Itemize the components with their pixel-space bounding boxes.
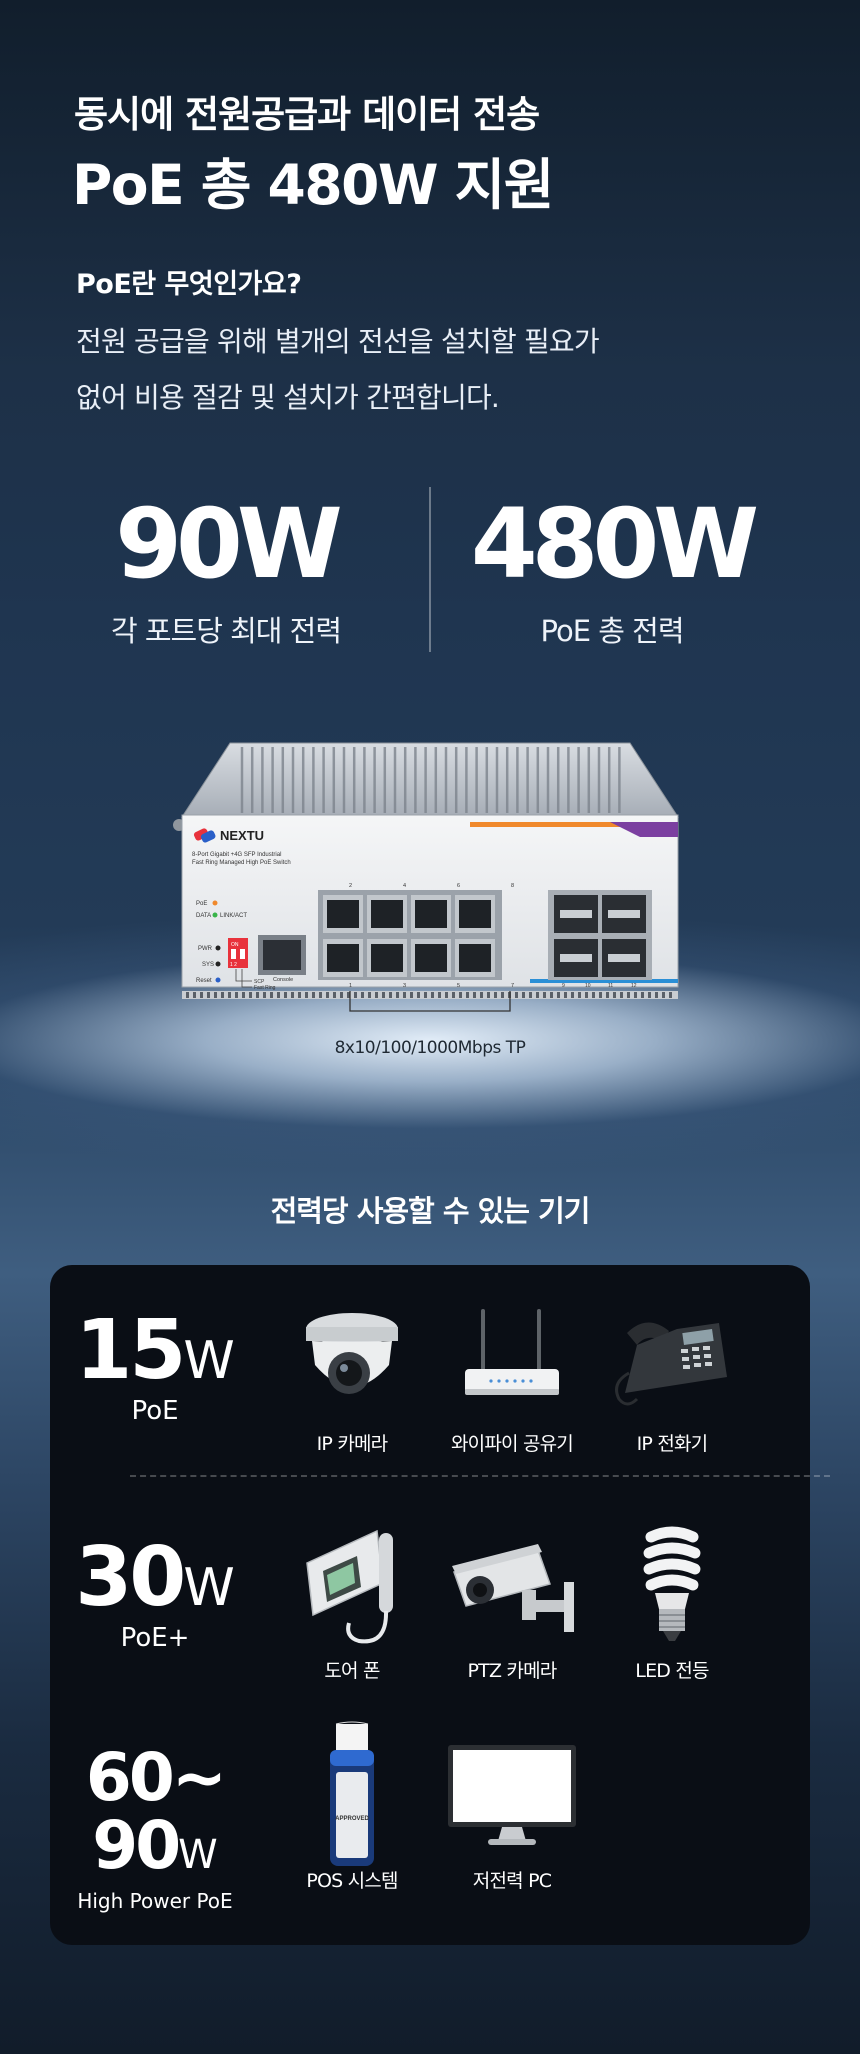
led-reset-label: Reset — [196, 978, 212, 984]
tier-15w-unit: W — [183, 1331, 235, 1391]
poe-answer-line2: 없어 비용 절감 및 설치가 간편합니다. — [76, 381, 500, 414]
poe-question: PoE란 무엇인가요? — [76, 269, 302, 300]
scp-label: SCP — [254, 979, 265, 985]
device-pos-system-label: POS 시스템 — [306, 1870, 398, 1892]
device-pos-system: APPROVED POS 시스템 — [277, 1721, 427, 1893]
device-door-phone-label: 도어 폰 — [324, 1660, 380, 1682]
tier-30w-unit: W — [183, 1558, 235, 1618]
tier-separator-1 — [130, 1475, 830, 1477]
tier-high-power-standard: High Power PoE — [77, 1889, 233, 1913]
model-line2: Fast Ring Managed High PoE Switch — [192, 860, 291, 866]
ip-phone-icon — [615, 1322, 727, 1406]
pos-screen-text: APPROVED — [335, 1816, 369, 1822]
port-bottom-1: 1 — [349, 983, 352, 989]
tier-high-power-line1: 60~ — [85, 1739, 227, 1816]
port-bottom-5: 5 — [457, 983, 460, 989]
model-line1: 8-Port Gigabit +4G SFP Industrial — [192, 852, 281, 858]
device-led-bulb: LED 전등 — [597, 1520, 747, 1683]
tier-high-power-unit: W — [178, 1832, 218, 1878]
tier-high-power-line2: 90W — [70, 1813, 240, 1879]
tier-15w-value: 15 — [75, 1303, 186, 1398]
tier-30w-standard: PoE+ — [120, 1623, 190, 1653]
port-bottom-3: 3 — [403, 983, 406, 989]
ptz-camera-icon — [452, 1544, 574, 1632]
tier-15w: 15W PoE — [70, 1310, 240, 1427]
device-ip-camera: IP 카메라 — [277, 1293, 427, 1456]
pos-terminal-icon: APPROVED — [330, 1721, 374, 1866]
brand-logo-text: NEXTU — [220, 828, 264, 843]
stat-divider — [429, 487, 431, 652]
sfp-11: 11 — [608, 983, 613, 989]
dip-switch — [228, 938, 248, 968]
device-door-phone: 도어 폰 — [277, 1520, 427, 1683]
device-wifi-router: 와이파이 공유기 — [437, 1293, 587, 1456]
console-label: Console — [273, 977, 293, 983]
device-wifi-router-label: 와이파이 공유기 — [450, 1433, 574, 1455]
device-low-power-pc: 저전력 PC — [437, 1730, 587, 1893]
heatsink-fins — [240, 747, 621, 813]
headline-line1: 동시에 전원공급과 데이터 전송 — [74, 93, 540, 136]
tier-30w-power: 30W — [70, 1537, 240, 1619]
device-led-bulb-label: LED 전등 — [635, 1660, 709, 1682]
led-data-label: DATA — [196, 913, 211, 919]
device-ptz-camera: PTZ 카메라 — [437, 1520, 587, 1683]
dome-camera-icon — [306, 1313, 398, 1394]
stat-per-port: 90W 각 포트당 최대 전력 — [76, 494, 376, 650]
device-ip-phone-label: IP 전화기 — [636, 1433, 709, 1455]
tier-30w-value: 30 — [75, 1530, 186, 1625]
device-ptz-camera-label: PTZ 카메라 — [467, 1660, 558, 1682]
poe-answer-line1: 전원 공급을 위해 별개의 전선을 설치할 필요가 — [76, 325, 600, 358]
tp-bracket — [349, 991, 511, 1012]
devices-heading: 전력당 사용할 수 있는 기기 — [270, 1194, 591, 1228]
led-pwr-label: PWR — [198, 946, 213, 952]
stat-total-value: 480W — [470, 488, 759, 600]
port-top-8: 8 — [511, 883, 514, 889]
headline-line2: PoE 총 480W 지원 — [72, 153, 554, 217]
tier-high-power-value: 90 — [92, 1807, 181, 1884]
stat-per-port-value: 90W — [115, 488, 342, 600]
sfp-9: 9 — [562, 983, 565, 989]
wifi-router-icon — [465, 1309, 559, 1395]
led-linkact-label: LINK/ACT — [220, 913, 247, 919]
stat-per-port-label: 각 포트당 최대 전력 — [110, 614, 342, 648]
device-panel: 15W PoE IP 카메라 와이파이 공유기 — [50, 1265, 830, 1945]
tier-15w-power: 15W — [70, 1310, 240, 1392]
poe-switch-image: NEXTU 8-Port Gigabit +4G SFP Industrial … — [173, 742, 679, 1012]
door-phone-icon — [306, 1529, 393, 1643]
sfp-10: 10 — [585, 983, 591, 989]
dip-numbers: 1 2 — [230, 962, 237, 968]
device-low-power-pc-label: 저전력 PC — [472, 1870, 552, 1892]
monitor-icon — [448, 1745, 576, 1845]
port-top-6: 6 — [457, 883, 460, 889]
led-bulb-icon — [643, 1526, 701, 1641]
led-sys-label: SYS — [202, 962, 214, 968]
device-ip-phone: IP 전화기 — [597, 1293, 747, 1456]
device-ip-camera-label: IP 카메라 — [316, 1433, 389, 1455]
tier-15w-standard: PoE — [131, 1396, 179, 1426]
stat-total-label: PoE 총 전력 — [540, 614, 685, 648]
sfp-12: 12 — [631, 983, 637, 989]
stat-total: 480W PoE 총 전력 — [462, 494, 762, 650]
tp-caption: 8x10/100/1000Mbps TP — [334, 1038, 526, 1058]
dip-on-label: ON — [231, 942, 239, 948]
port-top-2: 2 — [349, 883, 352, 889]
port-top-4: 4 — [403, 883, 406, 889]
poe-answer: 전원 공급을 위해 별개의 전선을 설치할 필요가 없어 비용 절감 및 설치가… — [76, 314, 696, 426]
port-bottom-7: 7 — [511, 983, 514, 989]
led-poe-label: PoE — [196, 901, 207, 907]
fastring-label: Fast Ring — [254, 985, 276, 991]
tier-high-power: 60~ 90W High Power PoE — [70, 1739, 240, 1914]
tier-30w: 30W PoE+ — [70, 1537, 240, 1654]
